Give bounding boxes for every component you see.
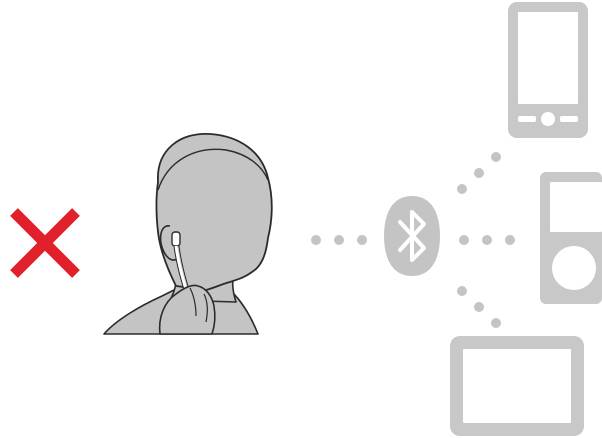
red-x-icon	[14, 212, 76, 274]
smartphone-icon	[508, 2, 588, 138]
connection-dots-phone	[457, 152, 501, 194]
bluetooth-icon	[384, 196, 440, 276]
connection-dots-person	[311, 235, 367, 245]
tablet-icon	[450, 336, 584, 436]
connection-dots-tablet	[457, 286, 501, 328]
person-with-earpiece-icon	[104, 134, 272, 334]
connection-dots-player	[459, 235, 515, 245]
media-player-icon	[540, 172, 602, 304]
